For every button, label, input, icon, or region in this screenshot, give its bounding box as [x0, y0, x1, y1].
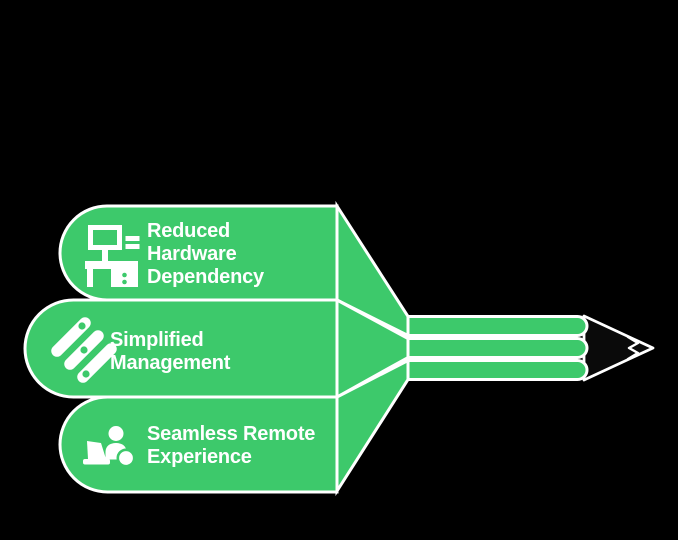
- banner-shape: [23, 298, 339, 399]
- desktop-workstation-icon: [85, 225, 140, 287]
- banner-1-label-line-3: Dependency: [147, 266, 265, 288]
- barrel-stripe-1: [406, 315, 589, 337]
- banner-3-label-line-2: Experience: [147, 446, 252, 468]
- banner-shape: [58, 395, 339, 494]
- barrel-stripe-3: [406, 359, 589, 381]
- banner-seamless-remote-experience: Seamless Remote Experience: [58, 395, 339, 494]
- pencil-funnel: [335, 200, 410, 497]
- pencil-barrel: [406, 315, 589, 381]
- barrel-stripe-2: [406, 337, 589, 359]
- pencil-tip: [582, 314, 655, 382]
- banner-simplified-management: Simplified Management: [23, 298, 339, 399]
- banner-reduced-hardware-dependency: Reduced Hardware Dependency: [58, 204, 339, 302]
- banner-3-label-line-1: Seamless Remote: [147, 423, 315, 445]
- remote-user-laptop-icon: [83, 426, 136, 468]
- pencil-tip-cone: [582, 314, 655, 382]
- banner-2-label-line-1: Simplified: [110, 329, 204, 351]
- settings-sliders-icon: [51, 317, 117, 383]
- banner-1-label-line-2: Hardware: [147, 243, 237, 265]
- pencil-tip-zigzag: [626, 335, 640, 361]
- banner-2-label-line-2: Management: [110, 352, 231, 374]
- banner-1-label-line-1: Reduced: [147, 220, 230, 242]
